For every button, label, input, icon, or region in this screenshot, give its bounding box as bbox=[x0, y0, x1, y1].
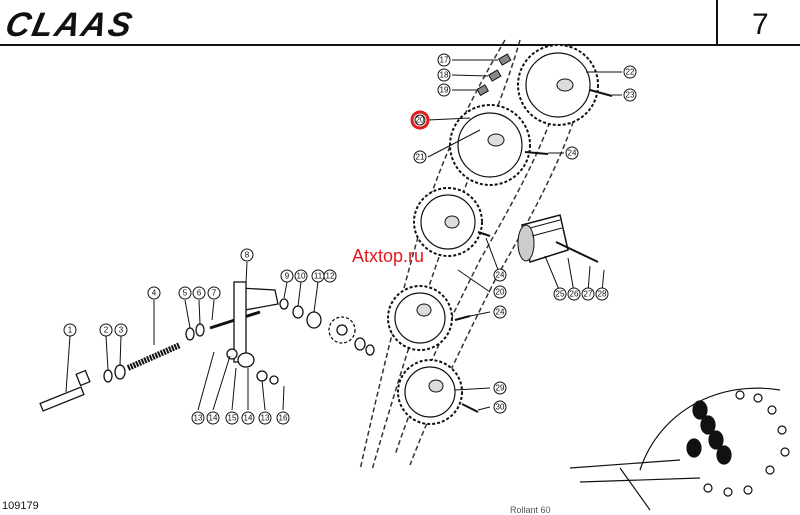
callout-label: 7 bbox=[212, 289, 217, 298]
callout-11: 11 bbox=[311, 269, 325, 283]
callout-label: 25 bbox=[556, 290, 565, 299]
leader-lines bbox=[65, 59, 622, 411]
callout-label: 24 bbox=[568, 149, 577, 158]
callout-label: 8 bbox=[245, 251, 250, 260]
callout-23: 23 bbox=[623, 88, 637, 102]
callout-29: 29 bbox=[493, 381, 507, 395]
callout-18: 18 bbox=[437, 68, 451, 82]
callout-label: 5 bbox=[183, 289, 188, 298]
callout-label: 20 bbox=[416, 116, 425, 125]
sprocket-middle bbox=[413, 187, 483, 257]
callout-label: 23 bbox=[626, 91, 635, 100]
watermark-text: Atxtop.ru bbox=[352, 246, 425, 266]
callout-label: 18 bbox=[440, 71, 449, 80]
callout-15: 15 bbox=[225, 411, 239, 425]
tensioner-drum bbox=[517, 214, 599, 263]
callout-17: 17 bbox=[437, 53, 451, 67]
callout-14a: 14 bbox=[206, 411, 220, 425]
callout-20b: 20 bbox=[493, 285, 507, 299]
callout-label: 20 bbox=[496, 288, 505, 297]
callout-label: 15 bbox=[228, 414, 237, 423]
callout-30: 30 bbox=[493, 400, 507, 414]
callout-24a: 24 bbox=[565, 146, 579, 160]
callout-13b: 13 bbox=[258, 411, 272, 425]
shaft-assembly bbox=[39, 281, 375, 412]
callout-20-highlighted: 20 bbox=[410, 110, 430, 130]
callout-label: 4 bbox=[152, 289, 157, 298]
callout-label: 10 bbox=[297, 272, 306, 281]
callout-16: 16 bbox=[276, 411, 290, 425]
callout-label: 13 bbox=[261, 414, 270, 423]
header-rule bbox=[0, 44, 800, 46]
callout-label: 14 bbox=[244, 414, 253, 423]
callout-26: 26 bbox=[567, 287, 581, 301]
callout-label: 14 bbox=[209, 414, 218, 423]
callout-12: 12 bbox=[323, 269, 337, 283]
callout-7: 7 bbox=[207, 286, 221, 300]
callout-1: 1 bbox=[63, 323, 77, 337]
inset-diagram bbox=[569, 387, 790, 511]
sprocket-top bbox=[517, 44, 599, 126]
callouts: 1 2 3 4 5 6 7 8 9 10 11 12 13 14 15 14 1… bbox=[63, 53, 637, 425]
callout-10: 10 bbox=[294, 269, 308, 283]
callout-14b: 14 bbox=[241, 411, 255, 425]
small-parts-top bbox=[454, 53, 613, 413]
callout-label: 16 bbox=[279, 414, 288, 423]
footer-text: Rollant 60 bbox=[510, 505, 551, 515]
sprocket-upper-mid bbox=[449, 104, 531, 186]
callout-label: 6 bbox=[197, 289, 202, 298]
callout-4: 4 bbox=[147, 286, 161, 300]
callout-label: 17 bbox=[440, 56, 449, 65]
callout-label: 9 bbox=[285, 272, 290, 281]
callout-19: 19 bbox=[437, 83, 451, 97]
header-divider bbox=[716, 0, 718, 46]
document-number: 109179 bbox=[2, 500, 39, 512]
callout-3: 3 bbox=[114, 323, 128, 337]
callout-24c: 24 bbox=[493, 305, 507, 319]
callout-label: 2 bbox=[104, 326, 109, 335]
callout-13a: 13 bbox=[191, 411, 205, 425]
sprocket-bottom bbox=[397, 359, 463, 425]
callout-6: 6 bbox=[192, 286, 206, 300]
callout-22: 22 bbox=[623, 65, 637, 79]
callout-21: 21 bbox=[413, 150, 427, 164]
callout-label: 11 bbox=[314, 272, 323, 281]
callout-label: 28 bbox=[598, 290, 607, 299]
page-number: 7 bbox=[752, 8, 769, 41]
callout-label: 19 bbox=[440, 86, 449, 95]
callout-27: 27 bbox=[581, 287, 595, 301]
callout-9: 9 bbox=[280, 269, 294, 283]
callout-label: 22 bbox=[626, 68, 635, 77]
sprocket-lower-mid bbox=[387, 285, 453, 351]
callout-2: 2 bbox=[99, 323, 113, 337]
callout-label: 12 bbox=[326, 272, 335, 281]
callout-8: 8 bbox=[240, 248, 254, 262]
callout-label: 24 bbox=[496, 308, 505, 317]
callout-label: 27 bbox=[584, 290, 593, 299]
callout-label: 21 bbox=[416, 153, 425, 162]
callout-label: 30 bbox=[496, 403, 505, 412]
callout-label: 1 bbox=[68, 326, 73, 335]
callout-label: 26 bbox=[570, 290, 579, 299]
callout-24b: 24 bbox=[493, 268, 507, 282]
callout-28: 28 bbox=[595, 287, 609, 301]
callout-label: 13 bbox=[194, 414, 203, 423]
callout-label: 24 bbox=[496, 271, 505, 280]
callout-label: 29 bbox=[496, 384, 505, 393]
callout-25: 25 bbox=[553, 287, 567, 301]
callout-5: 5 bbox=[178, 286, 192, 300]
callout-label: 3 bbox=[119, 326, 124, 335]
